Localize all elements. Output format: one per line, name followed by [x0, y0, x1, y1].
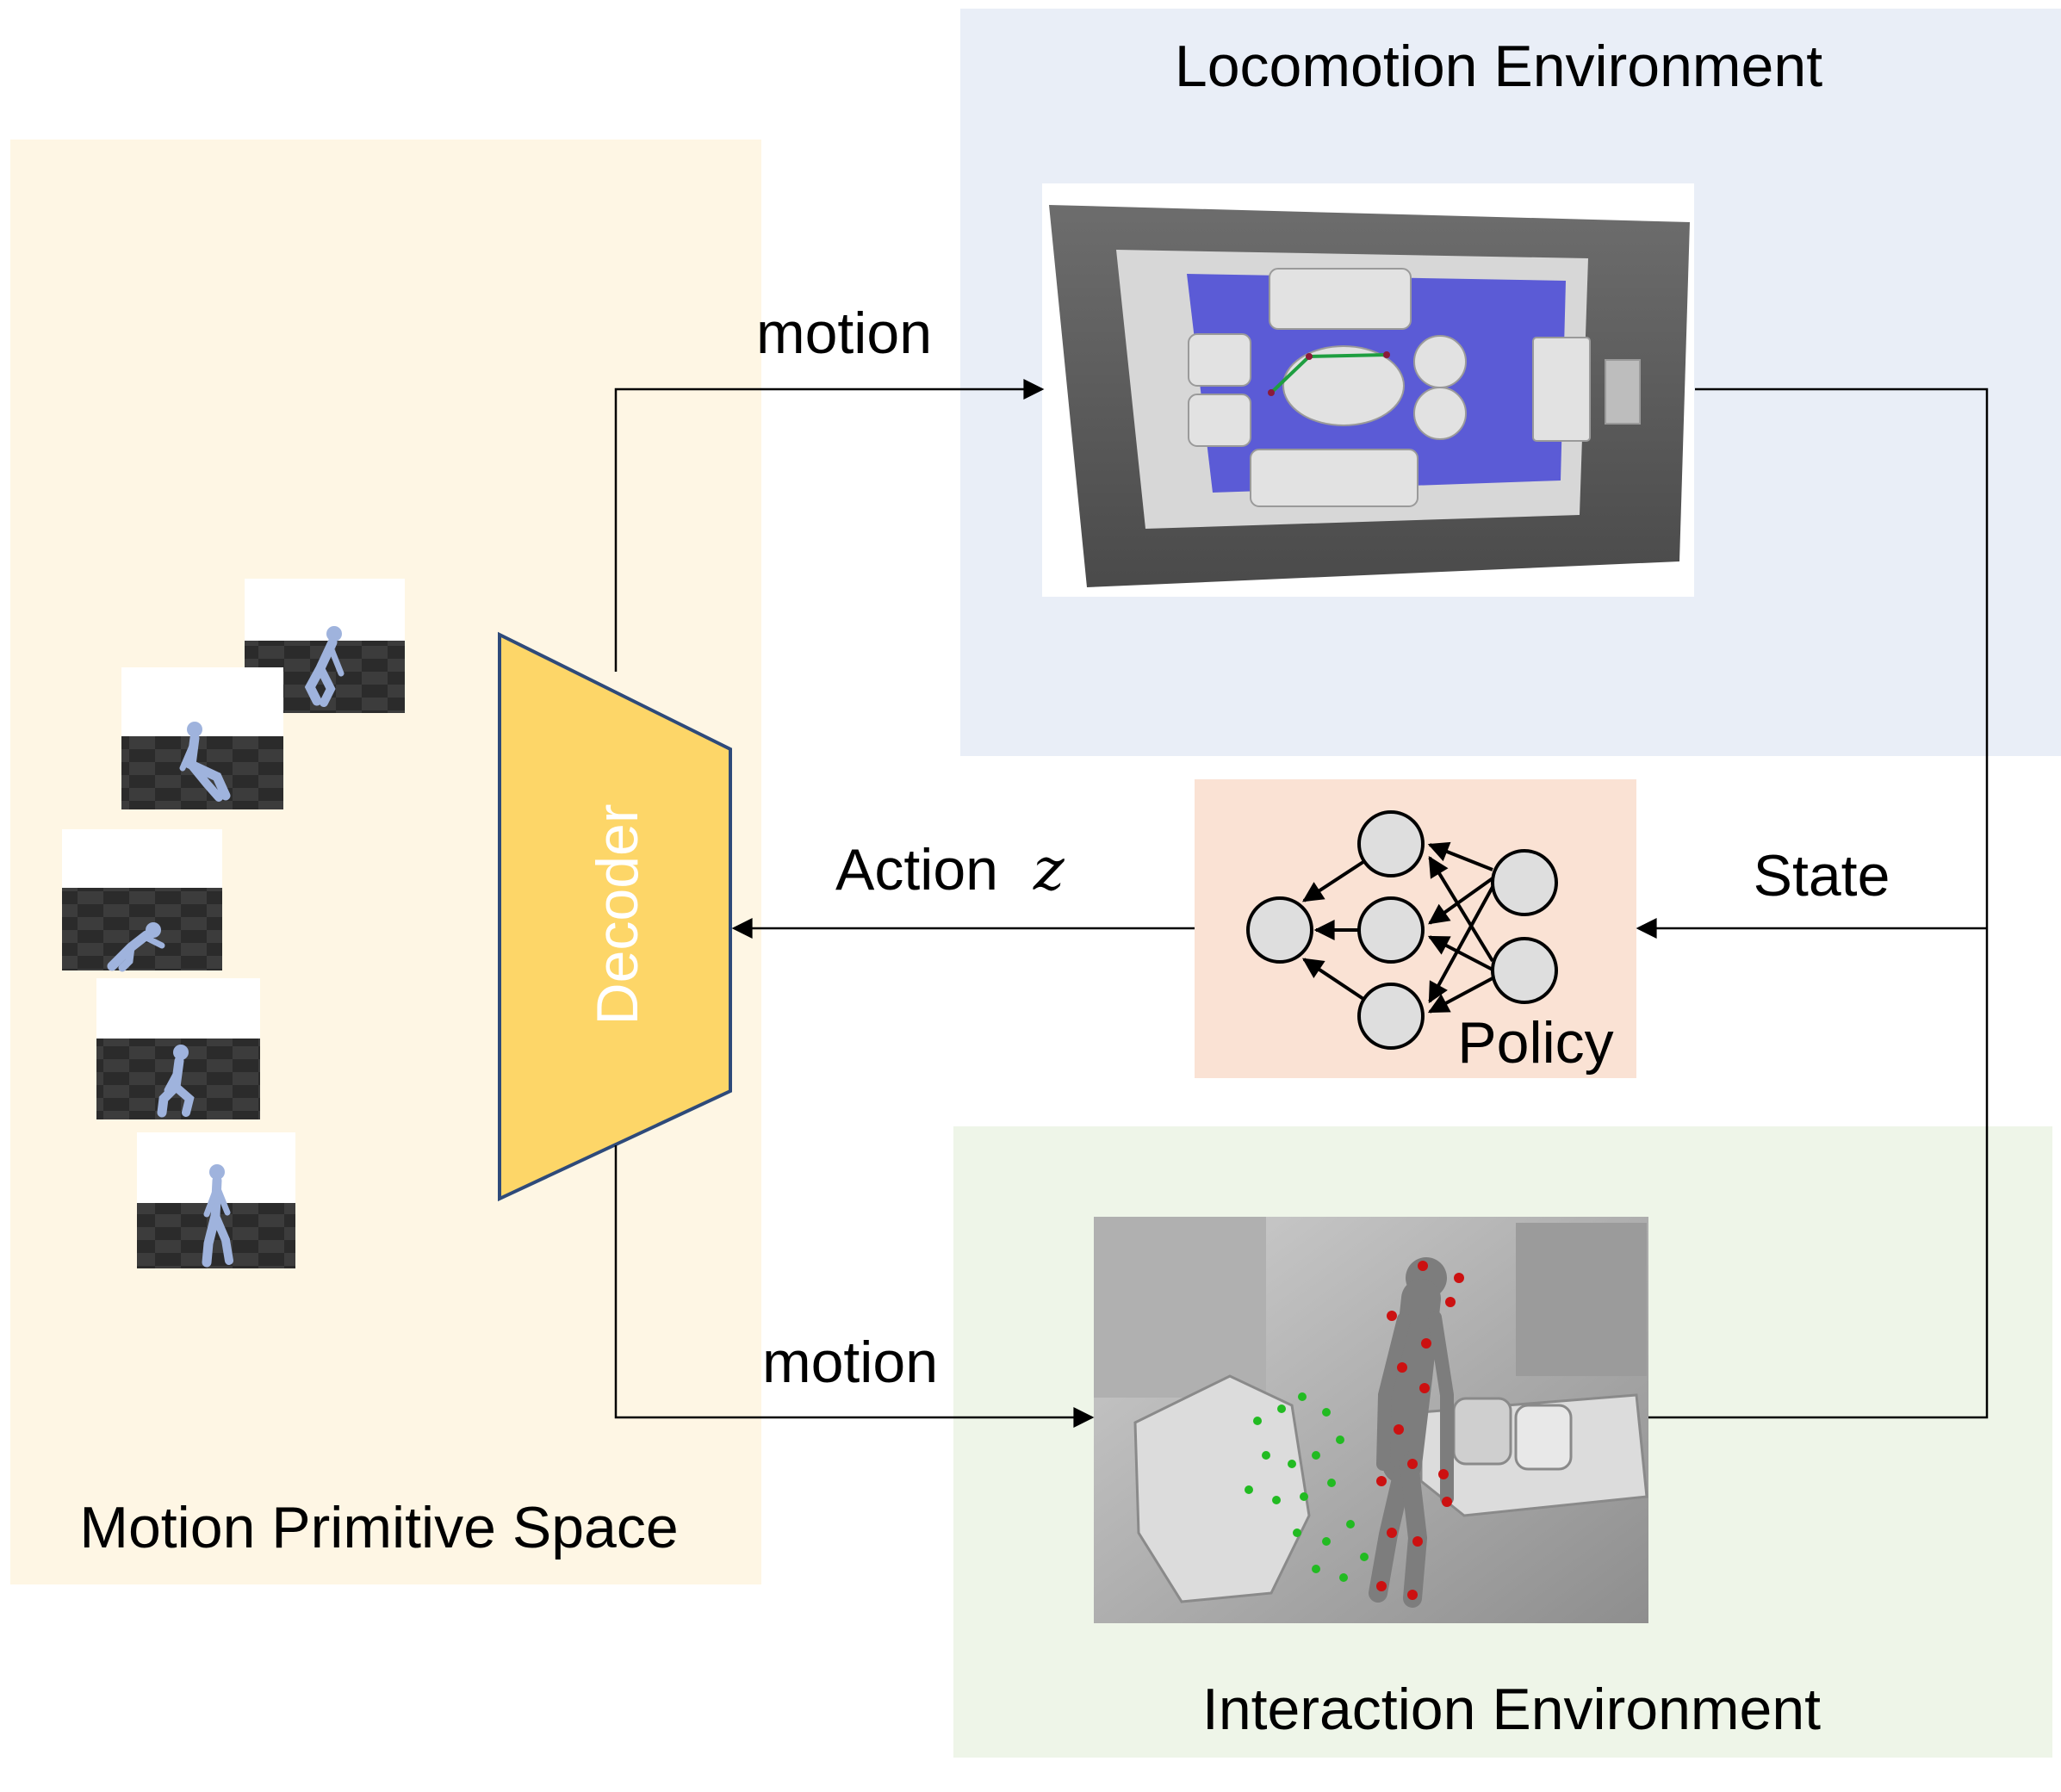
primitive-thumb-sit [121, 667, 283, 809]
decoder-block [498, 631, 732, 1202]
action-label: Action z [835, 836, 1065, 904]
policy-network [1246, 810, 1558, 1050]
policy-input-node-1 [1491, 849, 1558, 916]
state-feedback-line [1648, 388, 1989, 1419]
primitive-thumb-lie [62, 829, 222, 972]
connectors [614, 379, 1989, 1428]
primitive-thumb-walk [137, 1132, 295, 1268]
decoder-to-interaction-arrow [614, 1145, 1095, 1428]
decoder-to-locomotion-arrow [614, 379, 1045, 672]
interaction-scene-image [1094, 1217, 1648, 1623]
locomotion-environment-title: Locomotion Environment [1175, 34, 1822, 99]
motion-primitive-space-title: Motion Primitive Space [79, 1495, 678, 1560]
policy-output-node [1246, 896, 1313, 964]
policy-hidden-node-1 [1357, 810, 1425, 877]
interaction-environment-title: Interaction Environment [1202, 1677, 1821, 1742]
policy-label: Policy [1457, 1010, 1613, 1076]
motion-label-bottom: motion [762, 1330, 938, 1395]
action-symbol: z [1033, 836, 1065, 904]
locomotion-scene-image [1042, 183, 1694, 597]
motion-label-top: motion [756, 301, 932, 366]
decoder-label: Decoder [585, 803, 650, 1025]
policy-hidden-node-2 [1357, 896, 1425, 964]
policy-hidden-node-3 [1357, 983, 1425, 1050]
object-keypoints-green [1245, 1392, 1369, 1582]
action-label-text: Action [835, 837, 998, 902]
policy-input-node-2 [1491, 937, 1558, 1004]
primitive-thumb-kneel [96, 978, 260, 1119]
primitive-thumb-crouch [245, 579, 405, 713]
motion-primitive-thumbnails [62, 579, 405, 1268]
state-label: State [1754, 843, 1890, 908]
human-keypoints-red [1376, 1261, 1464, 1600]
